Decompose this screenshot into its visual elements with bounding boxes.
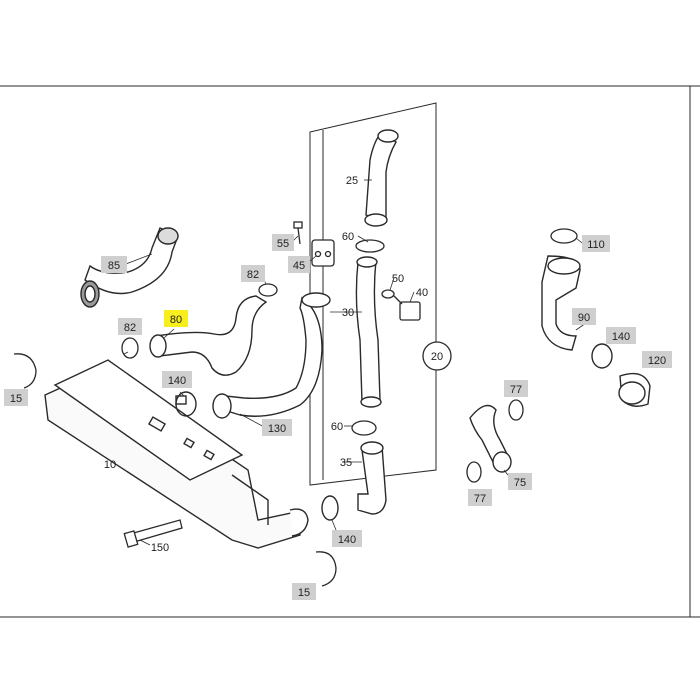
clip-part-15-bottom [315, 551, 337, 587]
label-40: 40 [416, 287, 428, 299]
leader-lines [123, 179, 597, 546]
label-25: 25 [346, 175, 358, 187]
svg-text:80: 80 [170, 314, 182, 326]
hose-part-75 [469, 404, 512, 473]
svg-text:82: 82 [247, 269, 259, 281]
label-82-left: 82 [118, 318, 142, 335]
svg-text:120: 120 [648, 355, 666, 367]
seal-ring-77-top [508, 399, 524, 421]
label-60-top: 60 [342, 231, 354, 243]
label-110: 110 [582, 235, 610, 252]
svg-text:25: 25 [346, 175, 358, 187]
label-130: 130 [262, 419, 292, 436]
clamp-part-140-right [591, 343, 613, 369]
label-45: 45 [288, 256, 310, 273]
svg-text:35: 35 [340, 457, 352, 469]
intercooler-part-10 [44, 359, 309, 549]
clamp-part-60-top [355, 239, 385, 253]
label-50: 50 [392, 273, 404, 285]
clamp-part-60-bottom [351, 420, 377, 436]
svg-text:45: 45 [293, 260, 305, 272]
label-77-top: 77 [504, 380, 528, 397]
label-10: 10 [104, 459, 116, 471]
label-55: 55 [272, 234, 294, 251]
svg-text:90: 90 [578, 312, 590, 324]
seal-ring-77-bottom [466, 461, 482, 483]
hose-part-85 [80, 227, 179, 308]
svg-text:15: 15 [10, 393, 22, 405]
svg-text:50: 50 [392, 273, 404, 285]
label-30: 30 [342, 307, 354, 319]
label-150: 150 [151, 542, 169, 554]
part-labels: 85 55 45 60 25 110 82 50 40 82 80 30 90 … [4, 175, 672, 600]
label-35: 35 [340, 457, 352, 469]
pipe-part-90 [541, 255, 581, 351]
svg-text:150: 150 [151, 542, 169, 554]
svg-text:82: 82 [124, 322, 136, 334]
label-15-left: 15 [4, 389, 28, 406]
part-20-callout [422, 341, 452, 371]
pipe-part-30 [355, 256, 382, 408]
label-82-top: 82 [241, 265, 265, 282]
svg-text:130: 130 [268, 423, 286, 435]
svg-text:85: 85 [108, 260, 120, 272]
label-20: 20 [431, 351, 443, 363]
svg-text:60: 60 [342, 231, 354, 243]
svg-text:140: 140 [168, 375, 186, 387]
svg-text:30: 30 [342, 307, 354, 319]
label-140-right: 140 [606, 327, 636, 344]
hose-part-25 [364, 129, 399, 227]
label-120: 120 [642, 351, 672, 368]
svg-text:75: 75 [514, 477, 526, 489]
bolt-part-55 [293, 221, 303, 245]
svg-text:140: 140 [338, 534, 356, 546]
svg-text:10: 10 [104, 459, 116, 471]
svg-text:60: 60 [331, 421, 343, 433]
svg-text:77: 77 [510, 384, 522, 396]
label-75: 75 [508, 473, 532, 490]
svg-text:77: 77 [474, 493, 486, 505]
seal-ring-82-left [121, 337, 139, 359]
svg-text:15: 15 [298, 587, 310, 599]
hose-part-80 [149, 295, 268, 376]
label-85: 85 [101, 256, 127, 273]
clamp-part-140-bottom [321, 495, 339, 521]
label-140-left: 140 [162, 371, 192, 388]
svg-text:20: 20 [431, 351, 443, 363]
label-90: 90 [572, 308, 596, 325]
sensor-part-45 [311, 239, 335, 267]
label-80: 80 [164, 310, 188, 327]
seal-ring-110 [550, 228, 578, 244]
hose-part-130 [212, 292, 331, 419]
elbow-part-120 [618, 372, 651, 407]
label-77-bottom: 77 [468, 489, 492, 506]
label-15-bottom: 15 [292, 583, 316, 600]
seal-ring-82-top [258, 283, 278, 297]
hose-part-35 [357, 441, 387, 515]
label-140-bottom: 140 [332, 530, 362, 547]
label-60-bottom: 60 [331, 421, 343, 433]
svg-text:140: 140 [612, 331, 630, 343]
clip-part-15-left [13, 353, 37, 389]
svg-text:55: 55 [277, 238, 289, 250]
bolt-part-150 [123, 519, 183, 548]
svg-text:110: 110 [587, 239, 605, 251]
svg-text:40: 40 [416, 287, 428, 299]
clamp-part-140-left [175, 391, 197, 417]
diagram-frame [0, 85, 700, 618]
